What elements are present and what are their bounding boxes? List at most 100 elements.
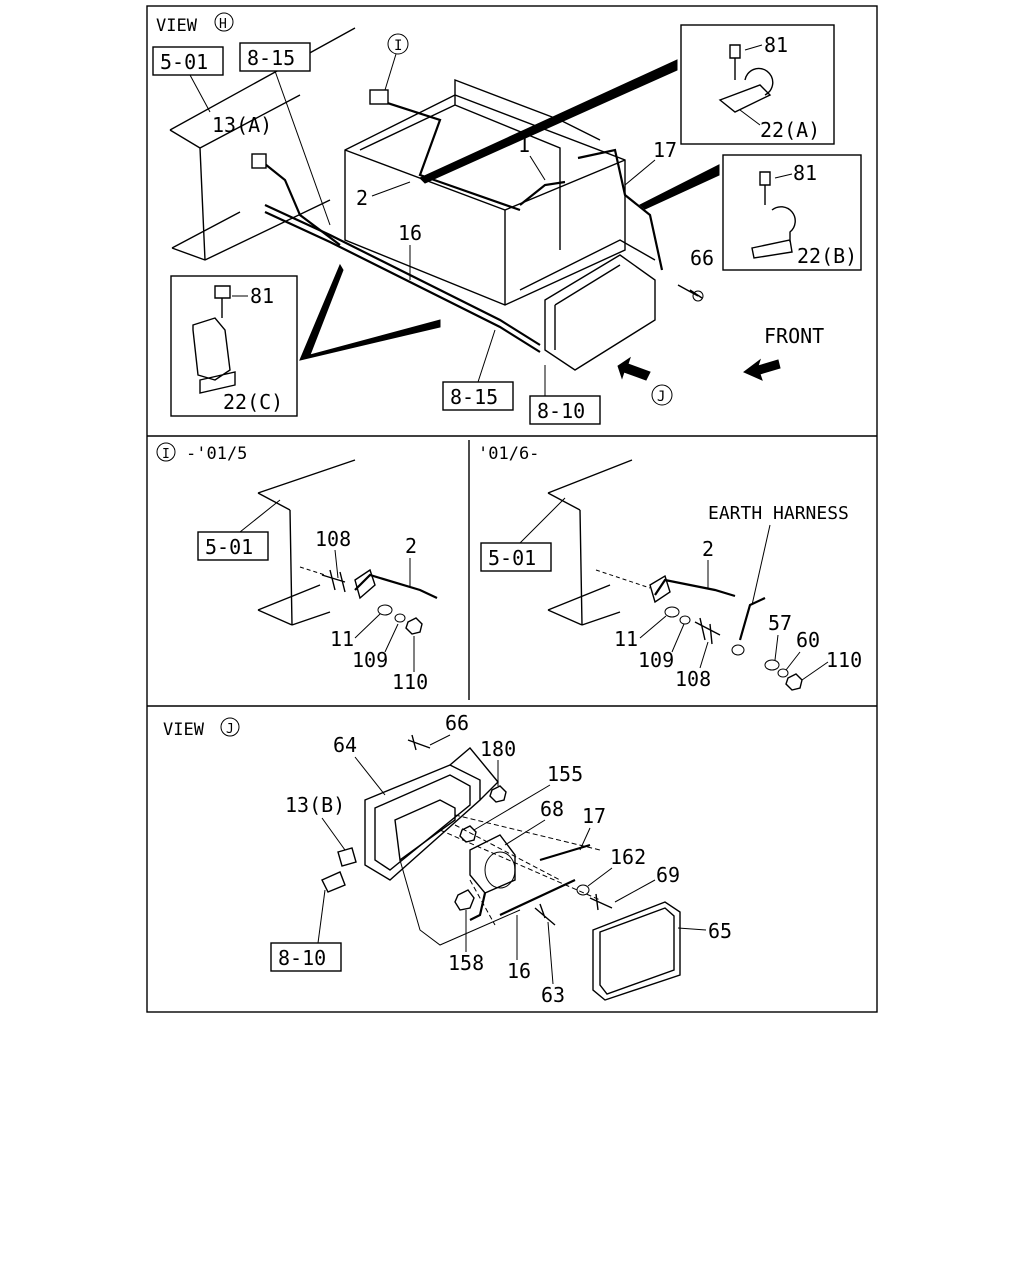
ref-box-5-01-i-left-label: 5-01 [205, 535, 253, 559]
bolt-66-h-head [692, 290, 704, 302]
inset-a-clip [718, 67, 774, 113]
inset-b-leader [774, 173, 793, 179]
inset-c-bolt [214, 285, 231, 318]
frame-rail-i-right [547, 459, 633, 626]
bolt-66-j [407, 734, 431, 751]
label-65: 65 [708, 919, 732, 943]
view-j-arrow [617, 356, 651, 381]
leader-17 [624, 159, 656, 186]
washer-11-i-right [664, 606, 680, 618]
ref-box-5-01-i-left [197, 531, 269, 561]
ref-box-8-10-h [529, 395, 601, 425]
housing-64-bracket [449, 747, 499, 801]
label-17-j: 17 [582, 804, 606, 828]
view-j-circle-letter: J [226, 722, 234, 737]
nut-110-i-left [405, 617, 423, 635]
leader-155 [473, 784, 551, 831]
cable-17 [577, 148, 664, 271]
grommet-13b [337, 847, 357, 867]
dash-line-i-right [595, 569, 651, 589]
view-j-section: VIEW J 66 64 180 1 [163, 711, 732, 1007]
label-11-i-left: 11 [330, 627, 354, 651]
inset-b-bolt [759, 171, 771, 205]
relay-68 [469, 834, 516, 894]
earth-harness-terminal [731, 644, 745, 656]
leader-8-15-bottom [477, 329, 496, 383]
leader-65 [677, 927, 707, 931]
inset-c [170, 275, 298, 417]
leader-162 [587, 867, 613, 887]
label-109-i-left: 109 [352, 648, 388, 672]
ref-box-5-01-i-right-label: 5-01 [488, 546, 536, 570]
view-i-left-circle [156, 442, 176, 462]
housing-64 [364, 764, 481, 881]
leader-66-j [429, 734, 451, 746]
leader-8-15-top [274, 70, 331, 226]
leader-2 [371, 181, 411, 197]
terminal-2 [369, 89, 389, 105]
battery-cells [359, 78, 601, 250]
ref-box-8-10-j [270, 942, 342, 972]
inset-a-clip-label: 22(A) [760, 118, 820, 142]
bolt-63 [534, 903, 556, 926]
cable-16 [264, 204, 541, 346]
leader-earth-harness [751, 524, 771, 606]
grommet-13a [251, 153, 267, 169]
leader-5-01-i-right [519, 497, 566, 544]
label-66-h: 66 [690, 246, 714, 270]
view-h-circle [214, 12, 234, 32]
view-h-title: VIEW [156, 16, 198, 36]
leader-108-i-left [334, 549, 339, 579]
earth-harness-label: EARTH HARNESS [708, 503, 849, 524]
leader-64 [354, 756, 386, 796]
label-57: 57 [768, 611, 792, 635]
cable-loop-j [399, 859, 521, 946]
label-155: 155 [547, 762, 583, 786]
view-j-title: VIEW [163, 720, 205, 740]
label-66-j: 66 [445, 711, 469, 735]
leader-63 [547, 921, 554, 985]
label-17: 17 [653, 138, 677, 162]
ref-box-5-01-label: 5-01 [160, 50, 208, 74]
terminal-2-i-left [354, 568, 376, 600]
cable-2-i-left [354, 573, 438, 599]
label-110-i-left: 110 [392, 670, 428, 694]
pointer-inset-c [299, 263, 441, 361]
lock-washer-109-i-left [394, 613, 406, 623]
leader-11-i-right [639, 615, 667, 639]
nut-110-i-right [785, 673, 803, 691]
label-2-i-right: 2 [702, 537, 714, 561]
callout-i-letter: I [394, 38, 402, 54]
view-i-left-circle-letter: I [162, 447, 170, 462]
label-11-i-right: 11 [614, 627, 638, 651]
inset-a-leader [744, 44, 763, 51]
frame-rail-i-left [257, 459, 356, 626]
label-158: 158 [448, 951, 484, 975]
bolt-108-i-left [321, 569, 346, 593]
earth-harness-cable [738, 597, 766, 641]
leader-69 [614, 879, 656, 903]
inset-b-bolt-label: 81 [793, 161, 817, 185]
label-16-j: 16 [507, 959, 531, 983]
callout-j-letter: J [657, 389, 665, 405]
cable-1 [519, 180, 566, 206]
ref-box-8-15-top-label: 8-15 [247, 46, 295, 70]
dash-lines-j [439, 814, 601, 926]
outer-frame [146, 5, 878, 1013]
cable-2 [377, 98, 521, 212]
housing-64-inner [394, 799, 456, 862]
cable-13a [259, 159, 341, 246]
dash-line-i-left [299, 566, 326, 576]
label-13b: 13(B) [285, 793, 345, 817]
lock-washer-60 [777, 668, 789, 678]
leader-108-i-right [699, 641, 709, 669]
view-h-circle-letter: H [219, 17, 227, 32]
inset-c-clip-label: 22(C) [223, 390, 283, 414]
cable-16-j [499, 879, 576, 916]
battery-tray [344, 94, 626, 306]
leader-68 [504, 819, 546, 846]
cover-65 [592, 901, 681, 1001]
view-h-section: VIEW H 5-01 8-15 I 2 13(A) 16 [152, 12, 862, 425]
label-110-i-right: 110 [826, 648, 862, 672]
